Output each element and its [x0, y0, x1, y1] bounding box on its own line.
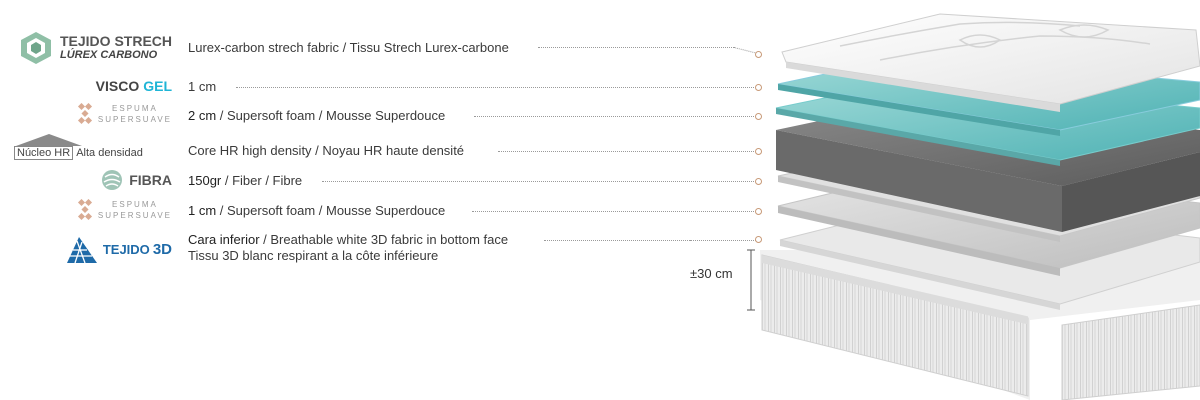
- layer-desc-gel: 1 cm: [188, 79, 216, 95]
- layer-desc-fiber: 150gr / Fiber / Fibre: [188, 173, 302, 189]
- globe-icon: [102, 170, 123, 190]
- desc-foam1-rest: / Supersoft foam / Mousse Superdouce: [216, 203, 446, 218]
- thickness-bracket: [747, 249, 755, 311]
- foam-icon: [77, 199, 92, 221]
- layer-desc-core: Core HR high density / Noyau HR haute de…: [188, 143, 464, 159]
- layer-desc-fabric: Lurex-carbon strech fabric / Tissu Strec…: [188, 40, 509, 56]
- desc-foam2-strong: 2 cm: [188, 108, 217, 123]
- leader-line-core: [498, 151, 754, 152]
- tejido-strech-line2: LÚREX CARBONO: [59, 49, 158, 61]
- layer-desc-foam-2cm: 2 cm / Supersoft foam / Mousse Superdouc…: [188, 108, 445, 124]
- alta-densidad-label: Alta densidad: [76, 147, 143, 159]
- leader-dot-fabric: [755, 51, 762, 58]
- desc-foam2-rest: / Supersoft foam / Mousse Superdouce: [216, 108, 446, 123]
- logo-nucleo-hr: Núcleo HR Alta densidad: [14, 130, 174, 160]
- logo-fibra: FIBRA: [0, 168, 172, 192]
- tejido-strech-line1: TEJIDO STRECH: [59, 33, 172, 49]
- leader-dot-fiber: [755, 178, 762, 185]
- desc-fabric: Lurex-carbon strech fabric / Tissu Strec…: [188, 40, 509, 55]
- 3d-label: 3D: [152, 240, 172, 258]
- leader-dot-gel: [755, 84, 762, 91]
- leader-line-foam-2cm: [474, 116, 754, 117]
- fibra-label: FIBRA: [129, 172, 172, 188]
- desc-3d-rest: / Breathable white 3D fabric in bottom f…: [259, 232, 509, 247]
- logo-tejido-3d: TEJIDO 3D: [0, 232, 172, 266]
- espuma-label: ESPUMA: [112, 104, 158, 113]
- desc-3d-strong: Cara inferior: [188, 232, 260, 247]
- desc-foam1-strong: 1 cm: [188, 203, 217, 218]
- desc-fiber-rest: / Fiber / Fibre: [221, 173, 303, 188]
- logo-espuma-supersuave-1: ESPUMA SUPERSUAVE: [0, 101, 172, 127]
- leader-dot-core: [755, 148, 762, 155]
- desc-core: Core HR high density / Noyau HR haute de…: [188, 143, 465, 158]
- nucleo-label: Núcleo HR: [14, 146, 74, 160]
- leader-line-gel: [236, 87, 754, 88]
- thickness-label: ±30 cm: [690, 266, 733, 281]
- foam-icon: [77, 103, 92, 125]
- leader-line-foam-1cm: [472, 211, 754, 212]
- leader-line-fiber: [322, 181, 754, 182]
- layer-desc-3d-fabric: Cara inferior / Breathable white 3D fabr…: [188, 232, 508, 264]
- leader-dot-foam-2cm: [755, 113, 762, 120]
- supersuave-label: SUPERSUAVE: [97, 115, 172, 124]
- espuma-label: ESPUMA: [112, 200, 158, 209]
- mesh-icon: [66, 237, 97, 264]
- visco-label: VISCO: [95, 78, 140, 94]
- leader-line-3d-b: [690, 240, 756, 241]
- leader-line-fabric: [538, 47, 734, 48]
- hexagon-icon: [20, 32, 51, 64]
- leader-dot-3d: [755, 236, 762, 243]
- gel-label: GEL: [143, 78, 172, 94]
- supersuave-label: SUPERSUAVE: [97, 211, 172, 220]
- logo-visco-gel: VISCO GEL: [0, 76, 172, 96]
- leader-line-3d: [544, 240, 690, 241]
- logo-tejido-strech: TEJIDO STRECH LÚREX CARBONO: [0, 30, 172, 66]
- tejido-label: TEJIDO: [102, 241, 150, 257]
- desc-fiber-strong: 150gr: [188, 173, 222, 188]
- layer-desc-foam-1cm: 1 cm / Supersoft foam / Mousse Superdouc…: [188, 203, 445, 219]
- leader-dot-foam-1cm: [755, 208, 762, 215]
- logo-espuma-supersuave-2: ESPUMA SUPERSUAVE: [0, 197, 172, 223]
- house-icon: [16, 134, 82, 146]
- desc-gel: 1 cm: [188, 79, 217, 94]
- desc-3d-line2: Tissu 3D blanc respirant a la côte infér…: [188, 248, 439, 263]
